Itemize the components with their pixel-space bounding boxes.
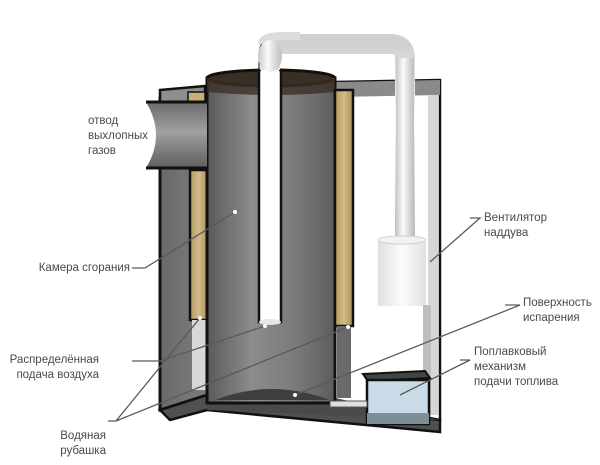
label-exhaust: отвод выхлопных газов [88,115,148,157]
label-evaporation-surface: Поверхность испарения [523,297,592,324]
label-air-supply: Распределённая подача воздуха [9,354,99,381]
float-fuel-tank [329,369,432,426]
exhaust-pipe [146,100,207,170]
label-water-jacket: Водяная рубашка [60,430,106,457]
leader-lines [108,211,521,422]
air-supply-pipe [257,32,415,325]
label-fan: Вентилятор наддува [484,212,547,239]
label-float-mechanism: Поплавковый механизм подачи топлива [474,346,559,388]
label-combustion-chamber: Камера сгорания [38,262,130,274]
water-jacket-left [188,168,210,390]
leader-arrowheads [198,210,350,397]
water-jacket-right [333,88,355,398]
boost-fan [377,235,431,415]
